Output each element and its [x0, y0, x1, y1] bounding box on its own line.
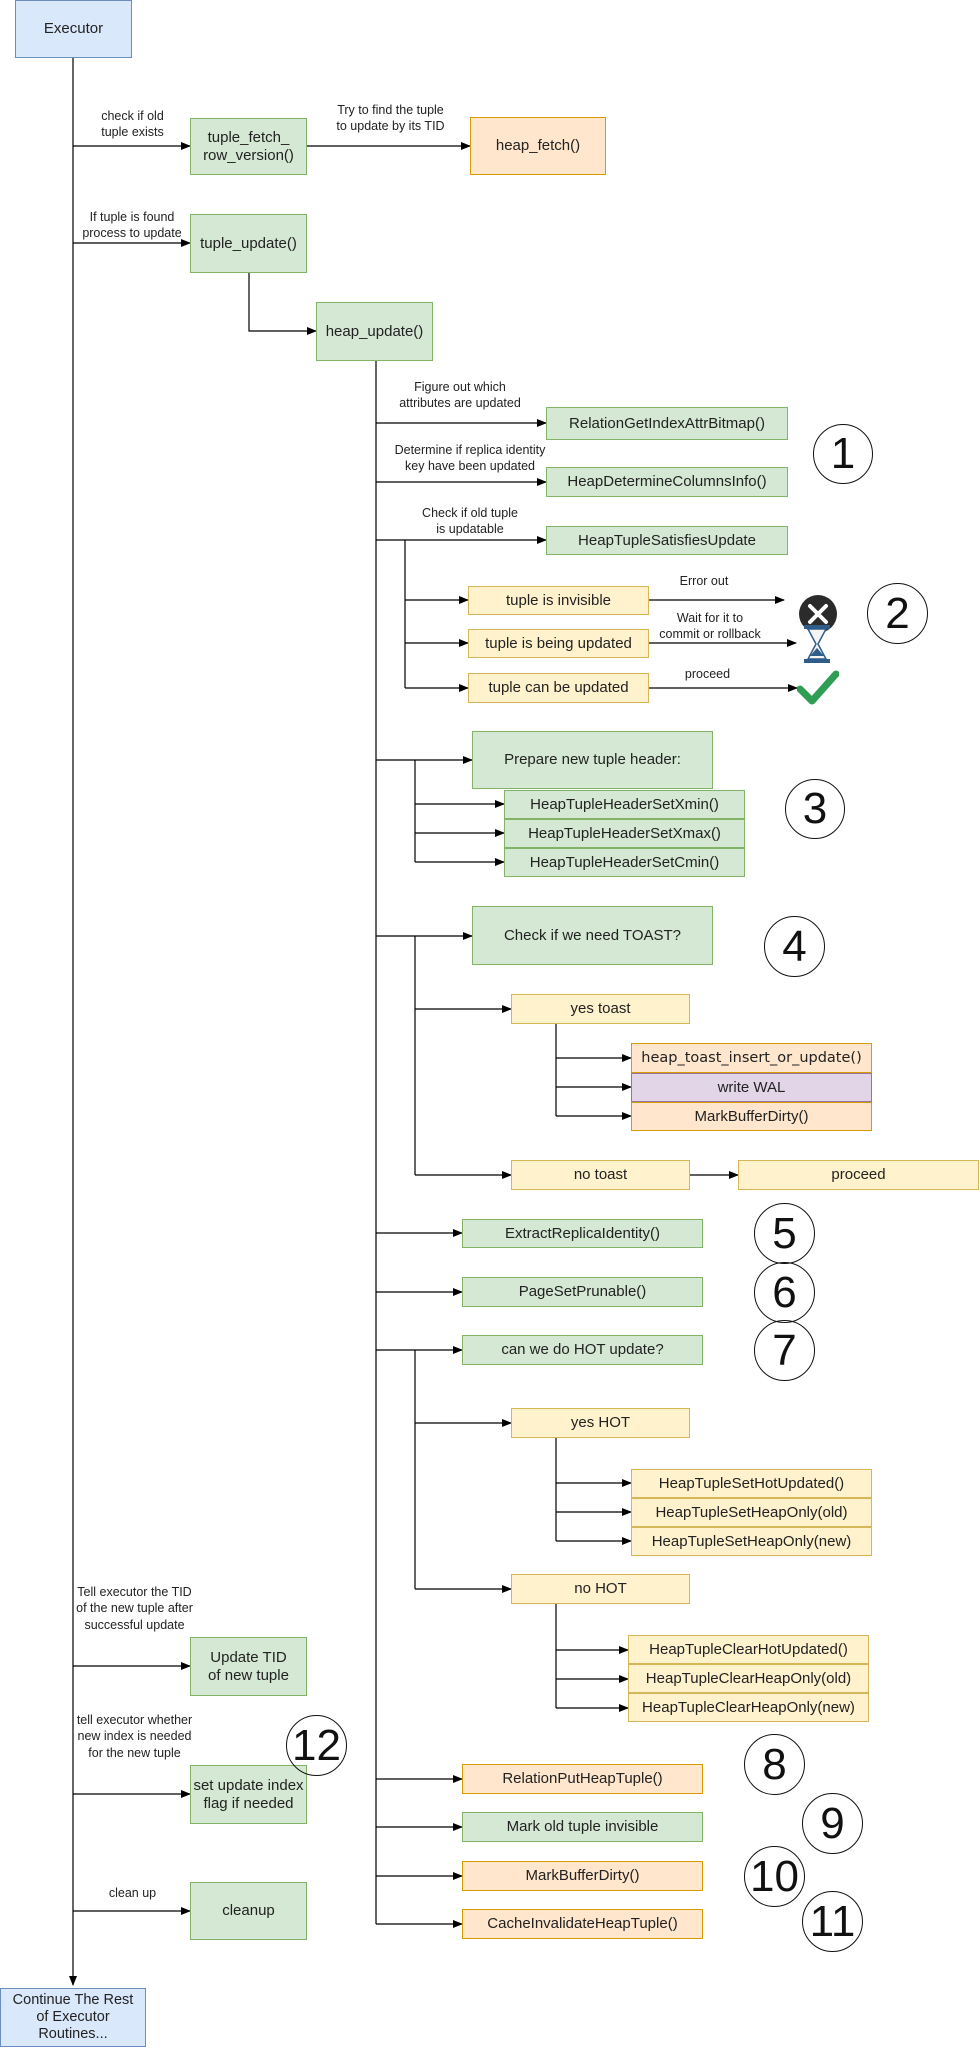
clear-hot-updated-node: HeapTupleClearHotUpdated() — [628, 1635, 869, 1664]
label-figure-out-attrs: Figure out which attributes are updated — [399, 380, 521, 411]
step-number-8: 8 — [744, 1734, 805, 1795]
yes-hot-node: yes HOT — [511, 1408, 690, 1438]
step-number-7: 7 — [754, 1320, 815, 1381]
label-if-tuple-found: If tuple is found process to update — [82, 210, 182, 241]
set-hot-updated-node: HeapTupleSetHotUpdated() — [631, 1469, 872, 1498]
clear-heap-only-old-node: HeapTupleClearHeapOnly(old) — [628, 1664, 869, 1693]
update-tid-node: Update TID of new tuple — [190, 1637, 307, 1696]
label-wait-commit-rollback: Wait for it to commit or rollback — [659, 611, 761, 642]
proceed-node: proceed — [738, 1160, 979, 1190]
step-number-10: 10 — [744, 1846, 805, 1907]
tuple-is-invisible-node: tuple is invisible — [468, 586, 649, 615]
header-set-cmin-node: HeapTupleHeaderSetCmin() — [504, 848, 745, 877]
step-number-4: 4 — [764, 916, 825, 977]
prepare-new-tuple-header-node: Prepare new tuple header: — [472, 731, 713, 789]
heap-tuple-satisfies-update-node: HeapTupleSatisfiesUpdate — [546, 526, 788, 555]
header-set-xmin-node: HeapTupleHeaderSetXmin() — [504, 790, 745, 819]
step-number-2: 2 — [867, 583, 928, 644]
set-heap-only-old-node: HeapTupleSetHeapOnly(old) — [631, 1498, 872, 1527]
label-tell-executor-tid: Tell executor the TID of the new tuple a… — [76, 1585, 193, 1632]
label-determine-replica-identity: Determine if replica identity key have b… — [394, 443, 546, 474]
write-wal-node: write WAL — [631, 1073, 872, 1102]
set-heap-only-new-node: HeapTupleSetHeapOnly(new) — [631, 1527, 872, 1556]
label-error-out: Error out — [679, 574, 729, 588]
checkmark-icon — [797, 670, 839, 705]
mark-buffer-dirty-node: MarkBufferDirty() — [462, 1861, 703, 1891]
mark-buffer-dirty-toast-node: MarkBufferDirty() — [631, 1102, 872, 1131]
x-circle-icon — [799, 595, 837, 633]
label-proceed: proceed — [684, 667, 731, 681]
cache-invalidate-heap-tuple-node: CacheInvalidateHeapTuple() — [462, 1909, 703, 1939]
yes-toast-node: yes toast — [511, 994, 690, 1024]
label-tell-executor-index: tell executor whether new index is neede… — [76, 1713, 193, 1760]
tuple-fetch-row-version-node: tuple_fetch_ row_version() — [190, 118, 307, 175]
step-number-6: 6 — [754, 1262, 815, 1323]
step-number-5: 5 — [754, 1203, 815, 1264]
can-hot-update-node: can we do HOT update? — [462, 1335, 703, 1365]
continue-rest-node: Continue The Rest of Executor Routines..… — [0, 1988, 146, 2047]
mark-old-tuple-invisible-node: Mark old tuple invisible — [462, 1812, 703, 1842]
no-hot-node: no HOT — [511, 1574, 690, 1604]
extract-replica-identity-node: ExtractReplicaIdentity() — [462, 1219, 703, 1248]
label-check-old-tuple-updatable: Check if old tuple is updatable — [422, 506, 518, 537]
tuple-update-node: tuple_update() — [190, 214, 307, 273]
page-set-prunable-node: PageSetPrunable() — [462, 1277, 703, 1307]
tuple-is-being-updated-node: tuple is being updated — [468, 629, 649, 658]
heap-fetch-node: heap_fetch() — [470, 117, 606, 175]
heap-toast-insert-or-update-node: heap_toast_insert_or_update() — [631, 1043, 872, 1073]
executor-node: Executor — [15, 0, 132, 58]
label-check-old-tuple-exists: check if old tuple exists — [101, 109, 164, 140]
no-toast-node: no toast — [511, 1160, 690, 1190]
step-number-3: 3 — [785, 779, 845, 839]
cleanup-node: cleanup — [190, 1882, 307, 1940]
set-update-index-flag-node: set update index flag if needed — [190, 1765, 307, 1824]
check-toast-node: Check if we need TOAST? — [472, 906, 713, 965]
heap-update-node: heap_update() — [316, 302, 433, 361]
relation-get-index-attr-bitmap-node: RelationGetIndexAttrBitmap() — [546, 407, 788, 440]
step-number-1: 1 — [813, 424, 873, 484]
step-number-11: 11 — [802, 1891, 863, 1952]
clear-heap-only-new-node: HeapTupleClearHeapOnly(new) — [628, 1693, 869, 1722]
relation-put-heap-tuple-node: RelationPutHeapTuple() — [462, 1764, 703, 1794]
step-number-12: 12 — [286, 1715, 347, 1776]
hourglass-icon — [804, 625, 830, 663]
label-try-find-tuple: Try to find the tuple to update by its T… — [336, 103, 445, 134]
step-number-9: 9 — [802, 1793, 863, 1854]
tuple-can-be-updated-node: tuple can be updated — [468, 673, 649, 703]
heap-determine-columns-info-node: HeapDetermineColumnsInfo() — [546, 467, 788, 497]
label-clean-up: clean up — [108, 1886, 157, 1900]
header-set-xmax-node: HeapTupleHeaderSetXmax() — [504, 819, 745, 848]
